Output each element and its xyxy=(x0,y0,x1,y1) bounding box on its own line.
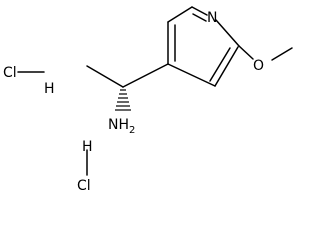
hashed-wedge-bond xyxy=(115,89,131,111)
bond-c3-c4 xyxy=(167,63,216,87)
methoxy-oxygen-label: O xyxy=(253,58,264,74)
bond-n-c2 xyxy=(215,19,240,47)
amine-label: NH2 xyxy=(108,117,135,136)
amine-subscript: 2 xyxy=(129,125,135,136)
bond-chiral-methyl xyxy=(86,65,124,88)
bond-c6-n xyxy=(191,6,208,16)
structure-diagram: N O NH2 Cl H H Cl xyxy=(3,6,293,194)
bond-c2-c3 xyxy=(214,46,239,87)
molecule-drawing: N O NH2 Cl H H Cl xyxy=(3,6,293,194)
bond-c4-chiral xyxy=(122,63,169,88)
bond-o-ch3 xyxy=(271,47,293,61)
bond-c2-o xyxy=(238,45,254,60)
bond-c2-c3-inner xyxy=(209,47,231,82)
amine-nh-label: NH xyxy=(108,117,129,133)
ring-nitrogen-label: N xyxy=(207,10,217,26)
bond-c6-n-inner xyxy=(192,13,207,22)
hcl-lower-chlorine: Cl xyxy=(77,178,91,192)
bond-c5-c6 xyxy=(167,6,193,23)
hcl-lower-hydrogen: H xyxy=(82,139,93,155)
hcl-upper-hydrogen: H xyxy=(44,81,55,97)
hcl-upper-chlorine: Cl xyxy=(3,65,17,81)
